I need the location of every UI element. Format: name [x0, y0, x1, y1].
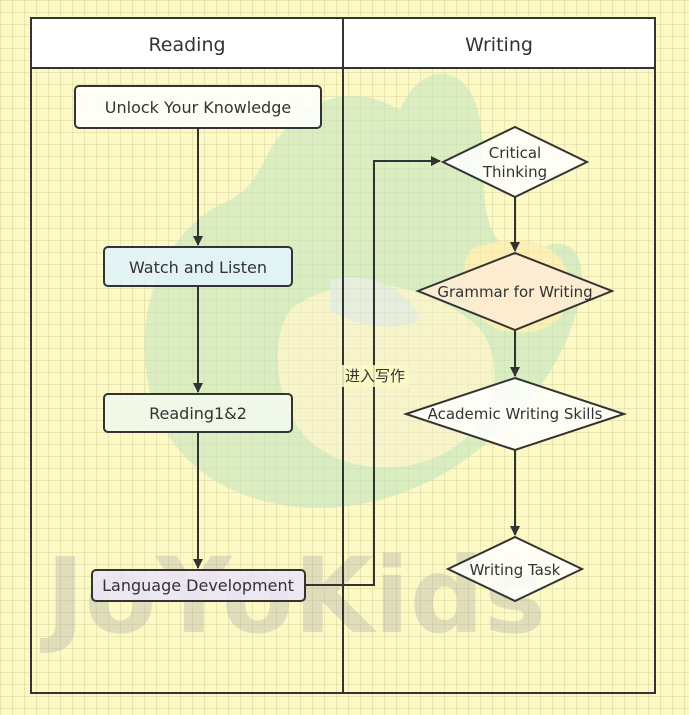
node-language[interactable]: Language Development: [91, 569, 306, 602]
decision-diamond: [440, 125, 590, 199]
edge-label-to-writing: 进入写作: [345, 367, 405, 385]
edge-label-group: 进入写作: [341, 365, 409, 387]
node-critical[interactable]: Critical Thinking: [440, 125, 590, 199]
node-reading12-label: Reading1&2: [149, 404, 247, 423]
node-grammar-label: Grammar for Writing: [437, 283, 592, 301]
node-task[interactable]: Writing Task: [445, 535, 585, 603]
node-academic-label: Academic Writing Skills: [428, 405, 603, 423]
process-box: [74, 85, 322, 129]
node-task-label: Writing Task: [470, 561, 561, 579]
node-unlock-label: Unlock Your Knowledge: [105, 98, 291, 117]
decision-diamond: [445, 535, 585, 603]
node-critical-label-line2: Thinking: [482, 163, 547, 181]
node-academic[interactable]: Academic Writing Skills: [402, 376, 628, 452]
swimlane-frame: Reading Writing: [30, 17, 656, 694]
edge-label-bg: [341, 365, 409, 387]
lane-title-reading: Reading: [148, 34, 225, 56]
node-watch[interactable]: Watch and Listen: [103, 246, 293, 287]
node-grammar[interactable]: Grammar for Writing: [415, 251, 615, 332]
lane-title-writing: Writing: [465, 34, 533, 56]
process-box: [103, 246, 293, 287]
node-watch-label: Watch and Listen: [129, 258, 267, 277]
decision-diamond: [415, 251, 615, 332]
process-box: [91, 569, 306, 602]
process-box: [103, 393, 293, 433]
node-unlock[interactable]: Unlock Your Knowledge: [74, 85, 322, 129]
node-critical-label-line1: Critical: [489, 144, 541, 162]
decision-diamond: [402, 376, 628, 452]
node-reading12[interactable]: Reading1&2: [103, 393, 293, 433]
node-language-label: Language Development: [102, 576, 294, 595]
